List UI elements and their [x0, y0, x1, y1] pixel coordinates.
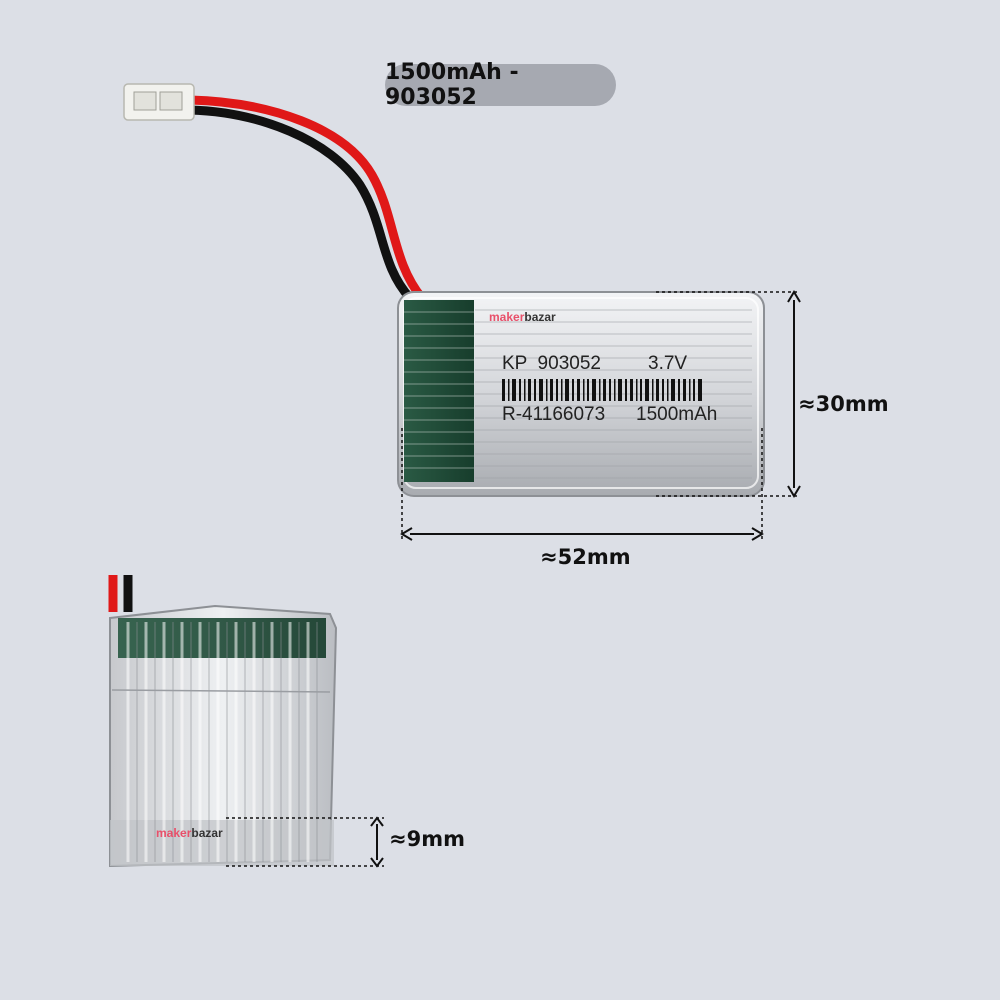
- brand-suffix: bazar: [524, 310, 556, 324]
- dimension-height-marker: [656, 290, 801, 498]
- title-text: 1500mAh - 903052: [385, 60, 519, 110]
- side-view-body: [109, 604, 338, 868]
- battery-body: [397, 291, 765, 497]
- wire-black: [185, 105, 415, 303]
- side-brand-suffix: bazar: [191, 826, 223, 840]
- model-label: KP 903052: [502, 353, 601, 374]
- dimension-width-marker: [400, 428, 764, 541]
- brand-prefix: maker: [489, 310, 525, 324]
- serial-label: R-41166073: [502, 404, 606, 425]
- capacity-label: 1500mAh: [636, 404, 718, 425]
- side-brand-prefix: maker: [156, 826, 192, 840]
- dimension-thickness-label: ≈9mm: [389, 827, 465, 851]
- dimension-height-label: ≈30mm: [798, 392, 889, 416]
- voltage-label: 3.7V: [648, 353, 688, 374]
- dimension-width-label: ≈52mm: [540, 545, 631, 569]
- side-view-wires: [108, 575, 133, 612]
- brand-logo: makerbazar: [489, 310, 556, 324]
- connector: [123, 83, 195, 121]
- side-brand-logo: makerbazar: [156, 826, 223, 840]
- title-pill: 1500mAh - 903052: [385, 60, 616, 110]
- dimension-thickness-marker: [226, 816, 384, 868]
- barcode: [502, 379, 702, 401]
- wire-red: [185, 95, 427, 303]
